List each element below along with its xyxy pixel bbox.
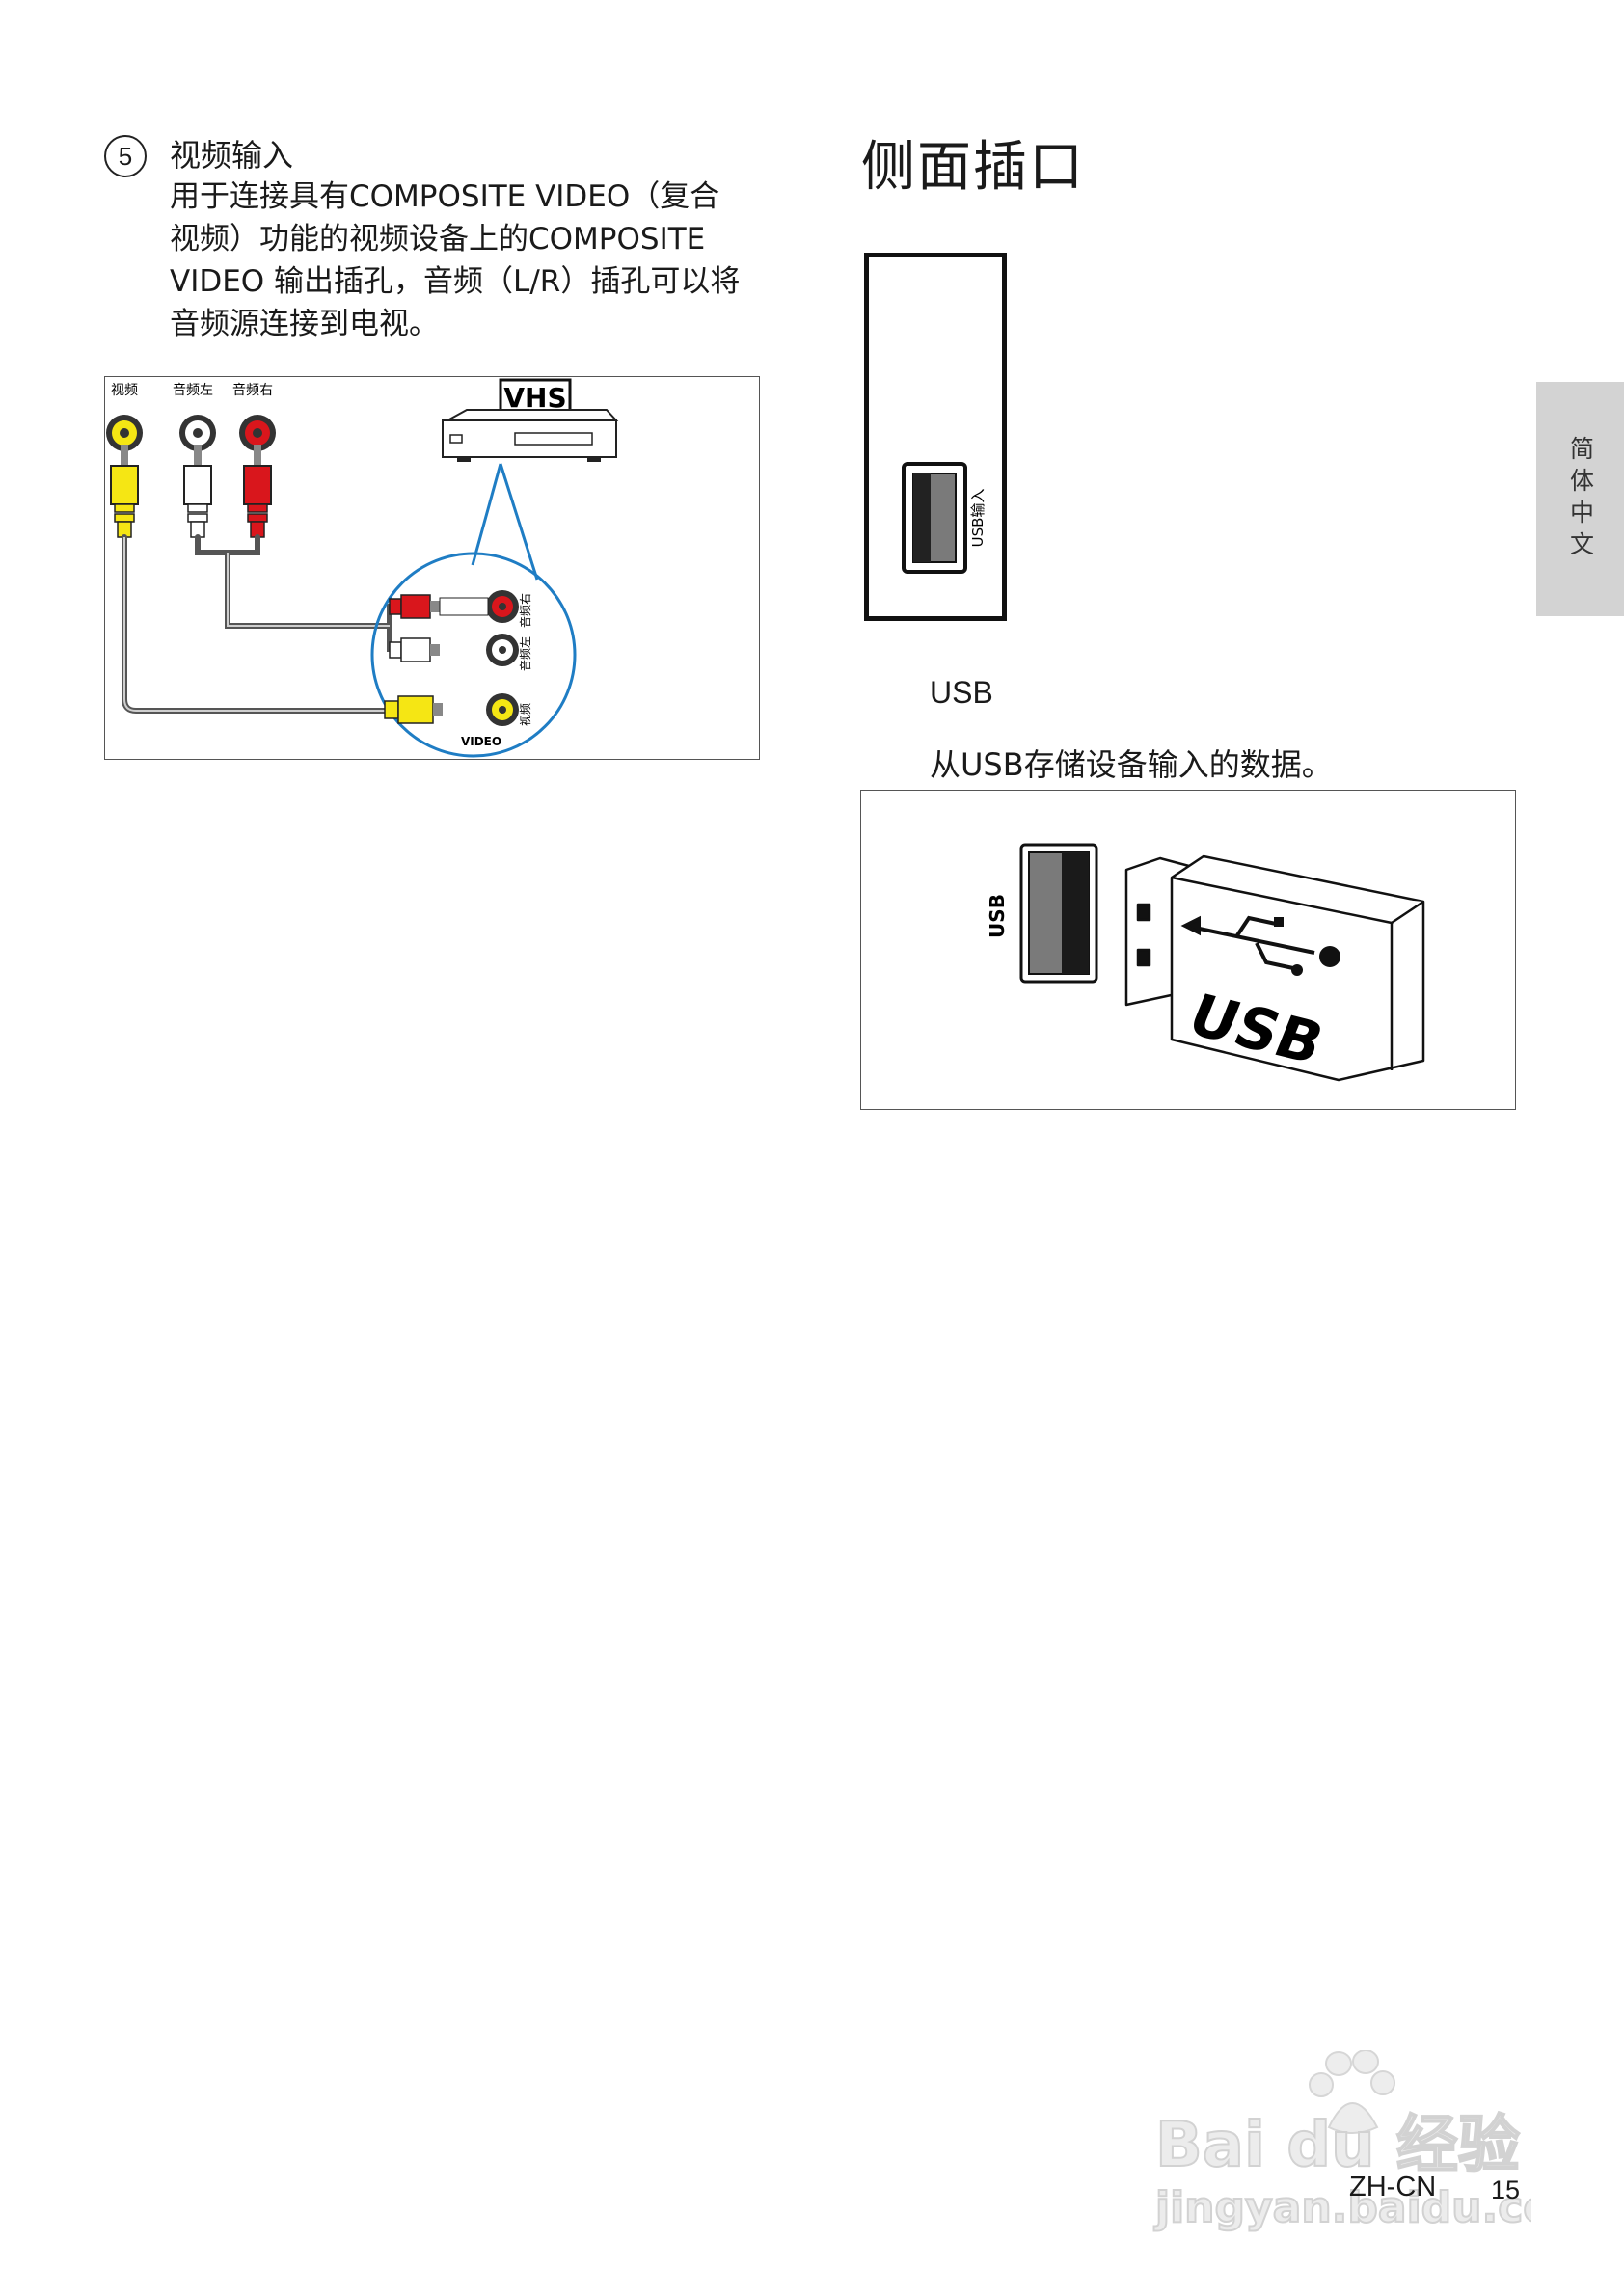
watermark-line2: jingyan.baidu.com <box>1153 2183 1531 2232</box>
paw-logo-icon <box>1309 2049 1395 2134</box>
jack-label-video: 视频 <box>111 383 138 398</box>
baidu-jingyan-watermark: Bai du 经验 jingyan.baidu.com <box>1146 2049 1597 2243</box>
description-line: 视频）功能的视频设备上的COMPOSITE <box>170 222 706 257</box>
description-line: 用于连接具有COMPOSITE VIDEO（复合 <box>170 179 720 214</box>
watermark-line1: Bai du 经验 <box>1155 2110 1520 2181</box>
usb-description: 从USB存储设备输入的数据。 <box>930 746 1333 783</box>
zoom-label-video: 视频 <box>518 703 532 726</box>
zoom-yellow-plug-icon <box>384 693 519 726</box>
svg-text:VHS: VHS <box>503 382 566 414</box>
av-connection-diagram: 视频 音频左 音频右 <box>106 378 619 758</box>
audio-right-plug-icon <box>243 445 272 538</box>
av-connection-figure: 视频 音频左 音频右 <box>104 376 760 760</box>
tv-jack-audio-right-icon <box>239 415 276 451</box>
usb-trident-icon <box>1180 915 1340 976</box>
usb-input-label: USB输入 <box>969 489 987 548</box>
zoom-white-plug-icon <box>389 634 519 666</box>
tv-jack-video-icon <box>106 415 143 451</box>
audio-left-plug-icon <box>183 445 212 538</box>
zoom-callout <box>370 463 577 758</box>
language-side-tab-label: 简体中文 <box>1566 435 1595 563</box>
side-panel-usb-port: USB输入 <box>902 462 987 574</box>
zoom-label-video-en: VIDEO <box>461 735 501 748</box>
description-line: VIDEO 输出插孔，音频（L/R）插孔可以将 <box>170 264 741 299</box>
cable-inner <box>123 537 390 712</box>
jack-label-audio-right: 音频右 <box>232 382 273 398</box>
item-number-circle: 5 <box>104 135 147 177</box>
video-input-description: 用于连接具有COMPOSITE VIDEO（复合 视频）功能的视频设备上的COM… <box>170 176 758 345</box>
description-line: 音频源连接到电视。 <box>170 307 439 341</box>
vhs-logo-icon: VHS <box>499 378 572 415</box>
side-panel-figure: USB输入 <box>864 253 1007 621</box>
side-connectors-heading: 侧面插口 <box>861 136 1085 199</box>
vcr-device-icon <box>442 409 619 462</box>
usb-port-label: USB <box>986 894 1009 938</box>
footer-language: ZH-CN <box>1349 2172 1437 2202</box>
zoom-red-plug-icon <box>389 590 519 623</box>
section-title-video-input: 视频输入 <box>170 137 294 174</box>
footer-page-number: 15 <box>1491 2175 1521 2204</box>
usb-port-icon <box>1019 843 1098 984</box>
video-plug-icon <box>110 445 139 538</box>
zoom-label-audio-left: 音频左 <box>518 636 532 671</box>
cables <box>122 534 405 714</box>
usb-heading: USB <box>930 675 993 710</box>
tv-jack-audio-left-icon <box>179 415 216 451</box>
usb-connection-figure: USB USB <box>860 790 1516 1110</box>
zoom-label-audio-right: 音频右 <box>518 593 532 628</box>
usb-connection-diagram: USB USB <box>986 843 1425 1082</box>
language-side-tab: 简体中文 <box>1536 382 1624 616</box>
jack-label-audio-left: 音频左 <box>173 382 213 398</box>
